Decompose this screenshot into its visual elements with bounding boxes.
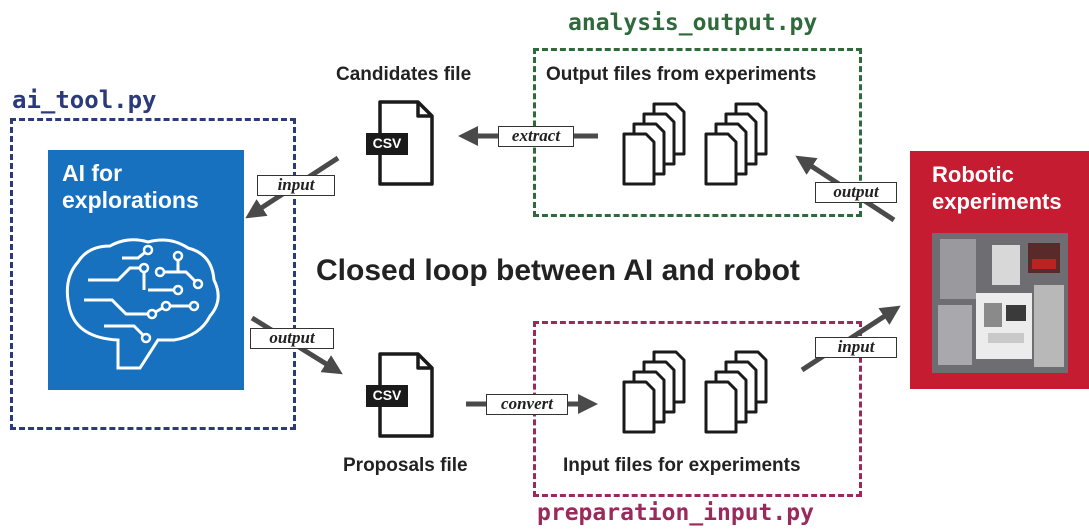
output-from-robot-label: output [815,182,897,203]
preparation-input-script-name: preparation_input.py [537,500,814,526]
output-from-ai-label: output [250,328,334,349]
ai-box: AI for explorations [48,150,244,390]
input-to-ai-label: input [257,175,335,196]
robot-photo [932,233,1068,373]
proposals-file-label: Proposals file [343,455,468,476]
brain-circuit-icon [65,238,220,370]
robot-box: Robotic experiments [910,151,1089,389]
analysis-output-script-name: analysis_output.py [568,10,818,36]
center-title: Closed loop between AI and robot [316,254,800,287]
ai-tool-boundary [10,118,296,430]
output-files-label: Output files from experiments [546,64,817,85]
convert-label: convert [486,394,568,415]
proposals-csv-tag: CSV [372,387,402,403]
robot-box-title: Robotic experiments [932,162,1062,214]
extract-label: extract [498,126,574,147]
candidates-file-label: Candidates file [336,64,472,85]
ai-box-title: AI for explorations [62,160,199,213]
ai-tool-script-name: ai_tool.py [12,86,157,114]
candidates-csv-tag: CSV [372,135,402,151]
input-to-robot-label: input [815,337,897,358]
input-files-label: Input files for experiments [563,455,801,476]
